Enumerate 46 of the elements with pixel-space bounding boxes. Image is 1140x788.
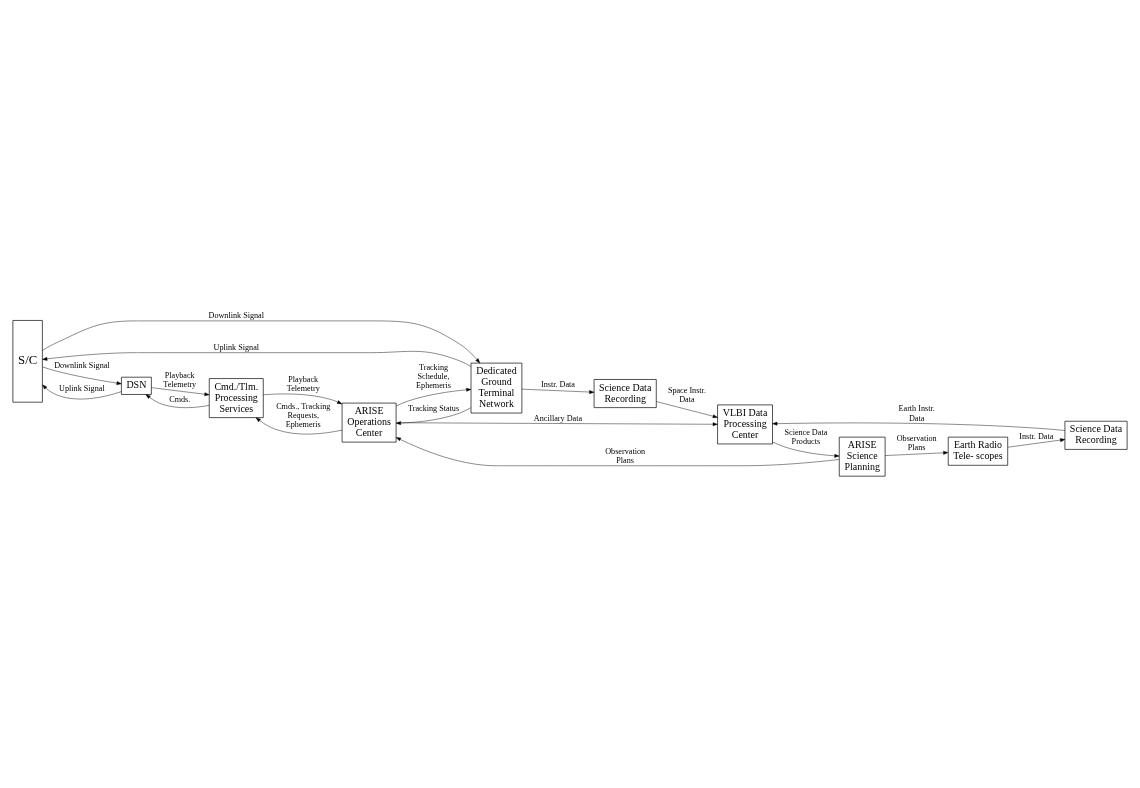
edge-label: Cmds., Tracking Requests, Ephemeris — [276, 401, 331, 429]
arrow — [521, 388, 595, 394]
edge-label: Downlink Signal — [208, 311, 265, 321]
arrow — [42, 351, 472, 367]
edge-label: Ancillary Data — [533, 413, 583, 423]
edge-label: Observation Plans — [896, 434, 937, 453]
node-box: ARISE Science Planning — [838, 436, 886, 477]
node-box: Earth Radio Tele- scopes — [947, 436, 1009, 466]
edge-label: Instr. Data — [540, 380, 575, 390]
arrow — [263, 393, 343, 405]
arrow — [151, 387, 210, 397]
edge-label: Playback Telemetry — [163, 370, 197, 389]
edge-label: Downlink Signal — [54, 360, 110, 370]
edge-label: Cmds. — [169, 394, 191, 404]
arrow — [42, 320, 481, 364]
node-box: VLBI Data Processing Center — [717, 404, 773, 445]
arrow — [772, 441, 840, 458]
arrow — [772, 421, 1066, 431]
arrow — [396, 422, 718, 427]
arrow — [395, 387, 472, 407]
node-box: S/C — [12, 320, 43, 403]
edge-label: Space Instr. Data — [667, 386, 706, 405]
edge-label: Instr. Data — [1019, 431, 1054, 441]
arrow — [884, 451, 949, 456]
edge-label: Tracking Schedule, Ephemeris — [416, 363, 451, 391]
node-box: Science Data Recording — [1064, 420, 1128, 450]
edge-label: Uplink Signal — [59, 384, 105, 393]
node-box: DSN — [121, 376, 152, 395]
arrow — [395, 437, 840, 466]
arrow — [395, 407, 472, 425]
arrow — [1007, 438, 1066, 448]
edge-label: Science Data Products — [784, 428, 828, 447]
arrow — [656, 401, 718, 419]
node-box: Dedicated Ground Terminal Network — [470, 362, 523, 414]
arrow — [42, 366, 122, 385]
node-box: Science Data Recording — [593, 379, 657, 408]
arrow — [42, 384, 122, 400]
edge-label: Earth Instr. Data — [898, 404, 935, 423]
edge-label: Playback Telemetry — [286, 374, 320, 393]
arrow — [145, 394, 210, 408]
arrow — [255, 417, 343, 435]
node-box: Cmd./Tlm. Processing Services — [208, 378, 264, 418]
edge-label: Uplink Signal — [213, 343, 260, 353]
node-box: ARISE Operations Center — [341, 402, 397, 443]
edge-label: Observation Plans — [605, 447, 646, 466]
edge-label: Tracking Status — [407, 403, 460, 413]
